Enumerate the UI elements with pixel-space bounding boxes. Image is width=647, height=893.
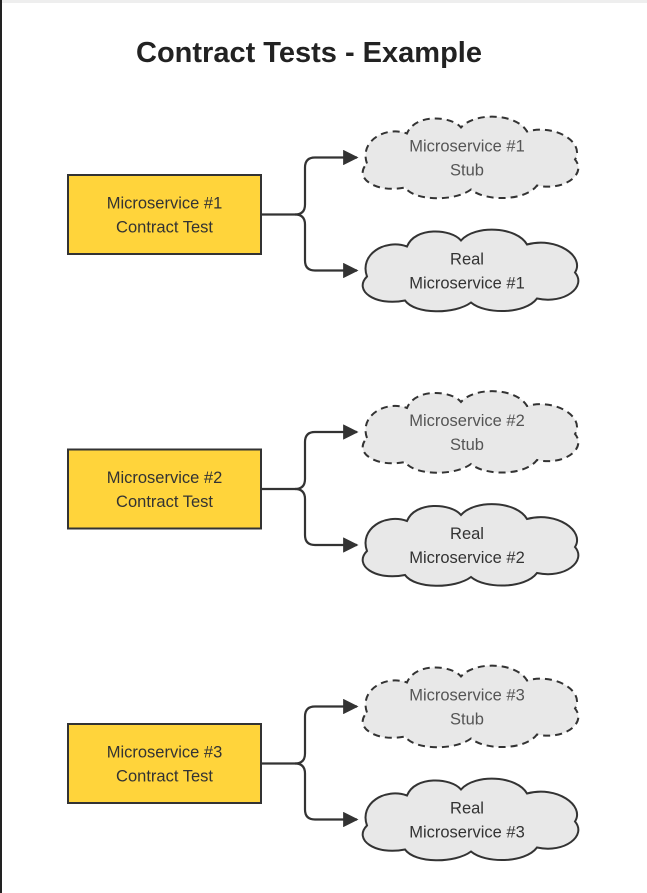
stub-label-3-line1: Microservice #3 [409,687,525,705]
contract-test-label-2-line2: Contract Test [116,493,213,511]
diagram-title: Contract Tests - Example [136,37,482,69]
contract-test-label-3-line1: Microservice #3 [107,744,223,762]
arrow-to-real-1 [294,213,359,279]
arrow-to-stub-3 [261,698,359,765]
stub-label-2-line2: Stub [450,436,484,454]
stub-label-1: Microservice #1 Stub [409,138,525,180]
stub-label-3: Microservice #3 Stub [409,687,525,729]
stub-label-1-line2: Stub [450,162,484,180]
real-label-1-line1: Real [450,251,484,269]
stub-label-2-line1: Microservice #2 [409,412,525,430]
real-label-3-line2: Microservice #3 [409,824,525,842]
real-label-1-line2: Microservice #1 [409,275,525,293]
stub-cloud-3 [361,664,580,749]
stub-label-2: Microservice #2 Stub [409,412,525,454]
stub-label-3-line2: Stub [450,711,484,729]
real-label-2-line1: Real [450,525,484,543]
contract-test-label-1-line2: Contract Test [116,219,213,237]
contract-test-box-3 [67,723,262,804]
top-bar [0,0,647,3]
contract-test-label-1: Microservice #1 Contract Test [107,195,223,237]
real-label-3-line1: Real [450,800,484,818]
stub-cloud-1 [361,115,580,200]
contract-test-label-3: Microservice #3 Contract Test [107,744,223,786]
real-cloud-1 [361,228,580,313]
contract-test-box-1 [67,174,262,255]
stub-label-1-line1: Microservice #1 [409,138,525,156]
arrow-to-stub-2 [261,424,359,491]
left-border [0,0,2,893]
arrow-to-real-3 [294,762,359,828]
contract-test-label-3-line2: Contract Test [116,768,213,786]
real-cloud-3 [361,777,580,862]
arrow-to-real-2 [294,487,359,553]
contract-test-label-2-line1: Microservice #2 [107,469,223,487]
arrow-to-stub-1 [261,149,359,216]
real-label-2-line2: Microservice #2 [409,549,525,567]
contract-test-box-2 [67,448,262,530]
stub-cloud-2 [361,390,580,474]
real-cloud-2 [361,503,580,587]
contract-test-label-1-line1: Microservice #1 [107,195,223,213]
contract-test-label-2: Microservice #2 Contract Test [107,469,223,511]
